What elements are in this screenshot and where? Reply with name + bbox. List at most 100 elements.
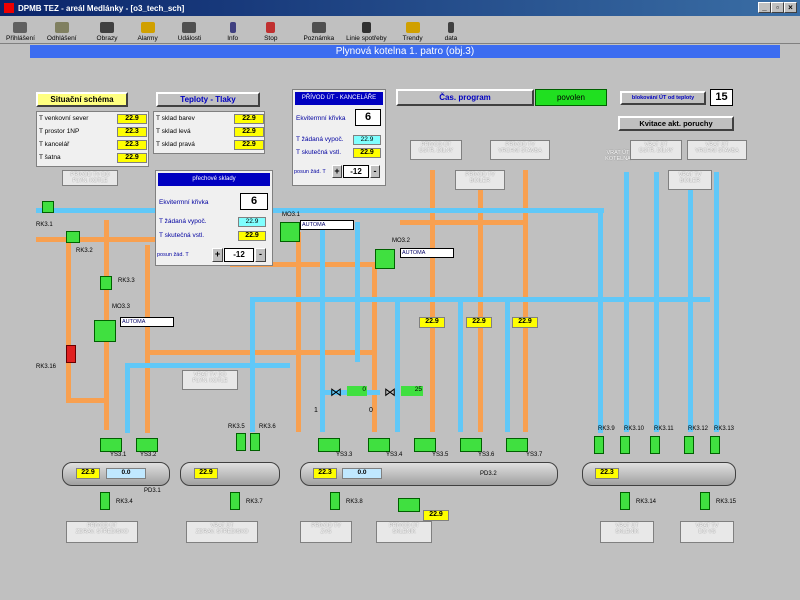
valve-rk35[interactable] — [236, 433, 246, 451]
toolbar-alarms-button[interactable]: Alarmy — [132, 16, 164, 44]
pump-ys35[interactable] — [414, 438, 436, 452]
label-vrat-tv-vs: VRAT TV DO VS — [680, 521, 734, 543]
threeway-valve-2[interactable]: ⋈ — [384, 385, 396, 399]
sklady-plus-button[interactable]: + — [212, 248, 223, 262]
mixer-mo31[interactable] — [280, 222, 300, 242]
toolbar-login-button[interactable]: Přihlášení — [0, 16, 41, 44]
pump-ys36[interactable] — [460, 438, 482, 452]
kancelare-posun-input[interactable]: -12 — [343, 165, 369, 178]
valve-rk310[interactable] — [620, 436, 630, 454]
kancelare-plus-button[interactable]: + — [332, 165, 342, 178]
label-rk31: RK3.1 — [36, 222, 53, 228]
skutecna-label: T skutečná vstl. — [296, 149, 342, 156]
images-icon — [100, 22, 115, 33]
pump-ys32[interactable] — [136, 438, 158, 452]
label-rk34: RK3.4 — [116, 499, 133, 505]
kvitace-button[interactable]: Kvitace akt. poruchy — [618, 116, 734, 131]
label-privod-ut-dilny: PŘÍVOD ÚT ÚSTŘ. DÍLNY — [410, 140, 462, 160]
tank4-temp: 22.3 — [595, 468, 619, 479]
valve-rk312[interactable] — [684, 436, 694, 454]
valve-rk37[interactable] — [230, 492, 240, 510]
temp-value: 22.3 — [117, 127, 147, 137]
label-rk35: RK3.5 — [228, 424, 245, 430]
close-button[interactable]: × — [784, 2, 797, 13]
label-ys34: YS3.4 — [386, 452, 403, 458]
threeway-valve-1[interactable]: ⋈ — [330, 385, 342, 399]
temp-value: 22.3 — [117, 140, 147, 150]
toolbar-logout-button[interactable]: Odhlášení — [41, 16, 83, 44]
label-vrat-dilny: VRAT ÚT ÚSTŘ. DÍLNY — [630, 140, 682, 160]
valve-rk311[interactable] — [650, 436, 660, 454]
label-vrat-tv-plyn: VRAT TV DO PLYN. KOTLE — [182, 370, 238, 390]
label-rk38: RK3.8 — [346, 499, 363, 505]
toolbar-data-button[interactable]: data — [439, 16, 464, 44]
teploty-tlaky-button[interactable]: Teploty - Tlaky — [156, 92, 260, 107]
blokovani-value[interactable]: 15 — [710, 89, 733, 106]
mo31-mode-select[interactable]: AUTOMA — [300, 220, 354, 230]
valve-rk313[interactable] — [710, 436, 720, 454]
toolbar-images-button[interactable]: Obrazy — [91, 16, 124, 44]
sklady-posun-input[interactable]: -12 — [224, 248, 254, 262]
valve-top[interactable] — [42, 201, 54, 213]
valve-rk34[interactable] — [100, 492, 110, 510]
valve-rk31[interactable] — [66, 231, 80, 243]
rk316-valve[interactable] — [66, 345, 76, 363]
pipe-blue-v10 — [458, 297, 463, 432]
toolbar-stop-button[interactable]: Stop — [258, 16, 283, 44]
blokovani-button[interactable]: blokování ÚT od teploty — [620, 91, 706, 105]
valve-rk315[interactable] — [700, 492, 710, 510]
pump-ys33[interactable] — [318, 438, 340, 452]
label-rk311: RK3.11 — [654, 426, 674, 432]
toolbar-info-button[interactable]: Info — [221, 16, 244, 44]
pipe-orange-v4 — [296, 232, 301, 432]
pump-ys31[interactable] — [100, 438, 122, 452]
pipe-blue-h2 — [125, 363, 290, 368]
sklady-minus-button[interactable]: - — [255, 248, 266, 262]
temp-value: 22.9 — [117, 114, 147, 124]
label-rk310: RK3.10 — [624, 426, 645, 432]
sklady-zadana-value: 22.9 — [238, 217, 266, 227]
toolbar-trends-button[interactable]: Trendy — [397, 16, 429, 44]
mixer-mo33[interactable] — [94, 320, 116, 342]
alarm-icon — [140, 22, 155, 33]
sklady-krivka-input[interactable]: 6 — [240, 193, 268, 210]
temps-left-panel: T venkovní sever 22.9 T prostor 1NP 22.3… — [36, 111, 149, 167]
mo32-mode-select[interactable]: AUTOMA — [400, 248, 454, 258]
situacni-schema-button[interactable]: Situační schéma — [36, 92, 128, 107]
sklady-panel: přechové sklady Ekvitermní křivka 6 T žá… — [155, 170, 273, 266]
label-prv-zdrav: PŘÍVOD ÚT ZDRAV. STŘEDISKO — [66, 521, 138, 543]
window-title: DPMB TEZ - areál Medlánky - [o3_tech_sch… — [18, 3, 185, 13]
pipe-orange-h5 — [400, 220, 528, 225]
label-rk315: RK3.15 — [716, 499, 737, 505]
kancelare-minus-button[interactable]: - — [370, 165, 380, 178]
valve-rk36[interactable] — [250, 433, 260, 451]
minimize-button[interactable]: _ — [758, 2, 771, 13]
pipe-orange-h3 — [145, 350, 375, 355]
posun-label: posun žád. T — [294, 169, 326, 175]
toolbar-events-button[interactable]: Události — [172, 16, 207, 44]
toolbar-consumption-button[interactable]: Linie spotřeby — [340, 16, 392, 44]
temp-label: T šatna — [39, 154, 61, 161]
label-rk39: RK3.9 — [598, 426, 615, 432]
valve-rk33[interactable] — [100, 276, 112, 290]
kancelare-krivka-input[interactable]: 6 — [355, 109, 381, 126]
pipe-orange-h4 — [230, 262, 375, 267]
pump-ys37[interactable] — [506, 438, 528, 452]
valve-rk314[interactable] — [620, 492, 630, 510]
pipe-orange-v2 — [66, 237, 71, 402]
pump-ys34[interactable] — [368, 438, 390, 452]
toolbar-note-button[interactable]: Poznámka — [297, 16, 340, 44]
mo33-mode-select[interactable]: AUTOMA — [120, 317, 174, 327]
valve-rk38[interactable] — [330, 492, 340, 510]
label-privod-tv-plyn: PŘÍVOD TV DO PLYN. KOTLE — [62, 170, 118, 186]
cas-program-button[interactable]: Čas. program — [396, 89, 534, 106]
kancelare-title: PŘÍVOD ÚT - KANCELÁŘE — [295, 92, 383, 105]
stop-icon — [266, 22, 276, 33]
mixer-mo32[interactable] — [375, 249, 395, 269]
pump-sklenik[interactable] — [398, 498, 420, 512]
temp-label: T kancelář — [39, 141, 70, 148]
maximize-button[interactable]: ▫ — [771, 2, 784, 13]
valve-rk39[interactable] — [594, 436, 604, 454]
sklady-skutecna-value: 22.9 — [238, 231, 266, 241]
povolen-status[interactable]: povolen — [535, 89, 607, 106]
